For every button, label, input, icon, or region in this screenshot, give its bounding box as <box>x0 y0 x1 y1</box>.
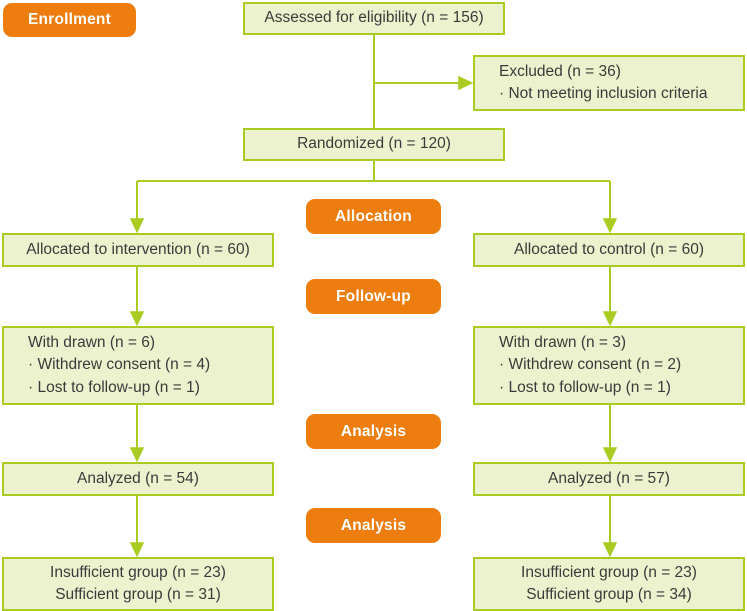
node-line: · Withdrew consent (n = 4) <box>28 356 211 374</box>
node-line: With drawn (n = 3) <box>499 333 627 351</box>
node-line: · Withdrew consent (n = 2) <box>499 356 682 374</box>
node-line: Sufficient group (n = 34) <box>526 586 692 603</box>
stage-badge-allocation: Allocation <box>306 199 441 234</box>
node-withdrawn-control: With drawn (n = 3) · Withdrew consent (n… <box>473 326 745 405</box>
node-line: With drawn (n = 6) <box>28 333 156 351</box>
node-line: Analyzed (n = 54) <box>77 469 199 487</box>
node-line: Analyzed (n = 57) <box>548 469 670 487</box>
node-allocated-to-intervention: Allocated to intervention (n = 60) <box>2 233 274 267</box>
stage-badge-analysis-2: Analysis <box>306 508 441 543</box>
stage-badge-analysis-1: Analysis <box>306 414 441 449</box>
node-analyzed-control: Analyzed (n = 57) <box>473 462 745 496</box>
node-withdrawn-intervention: With drawn (n = 6) · Withdrew consent (n… <box>2 326 274 405</box>
node-allocated-to-control: Allocated to control (n = 60) <box>473 233 745 267</box>
node-line: Assessed for eligibility (n = 156) <box>264 9 484 27</box>
node-line: · Lost to follow-up (n = 1) <box>28 378 200 396</box>
node-final-groups-intervention: Insufficient group (n = 23) Sufficient g… <box>2 557 274 611</box>
node-final-groups-control: Insufficient group (n = 23) Sufficient g… <box>473 557 745 611</box>
node-analyzed-intervention: Analyzed (n = 54) <box>2 462 274 496</box>
node-line: Insufficient group (n = 23) <box>521 563 697 581</box>
node-excluded: Excluded (n = 36) · Not meeting inclusio… <box>473 55 745 111</box>
stage-badge-followup: Follow-up <box>306 279 441 314</box>
node-line: Randomized (n = 120) <box>297 135 451 153</box>
node-line: Excluded (n = 36) <box>499 62 621 80</box>
node-line: · Not meeting inclusion criteria <box>499 85 708 102</box>
node-line: Sufficient group (n = 31) <box>55 586 221 603</box>
node-line: Allocated to control (n = 60) <box>514 240 704 258</box>
node-line: Insufficient group (n = 23) <box>50 563 226 581</box>
node-assessed-for-eligibility: Assessed for eligibility (n = 156) <box>243 2 505 35</box>
node-line: Allocated to intervention (n = 60) <box>26 240 250 258</box>
node-line: · Lost to follow-up (n = 1) <box>499 378 671 396</box>
node-randomized: Randomized (n = 120) <box>243 128 505 161</box>
stage-badge-enrollment: Enrollment <box>3 3 136 37</box>
